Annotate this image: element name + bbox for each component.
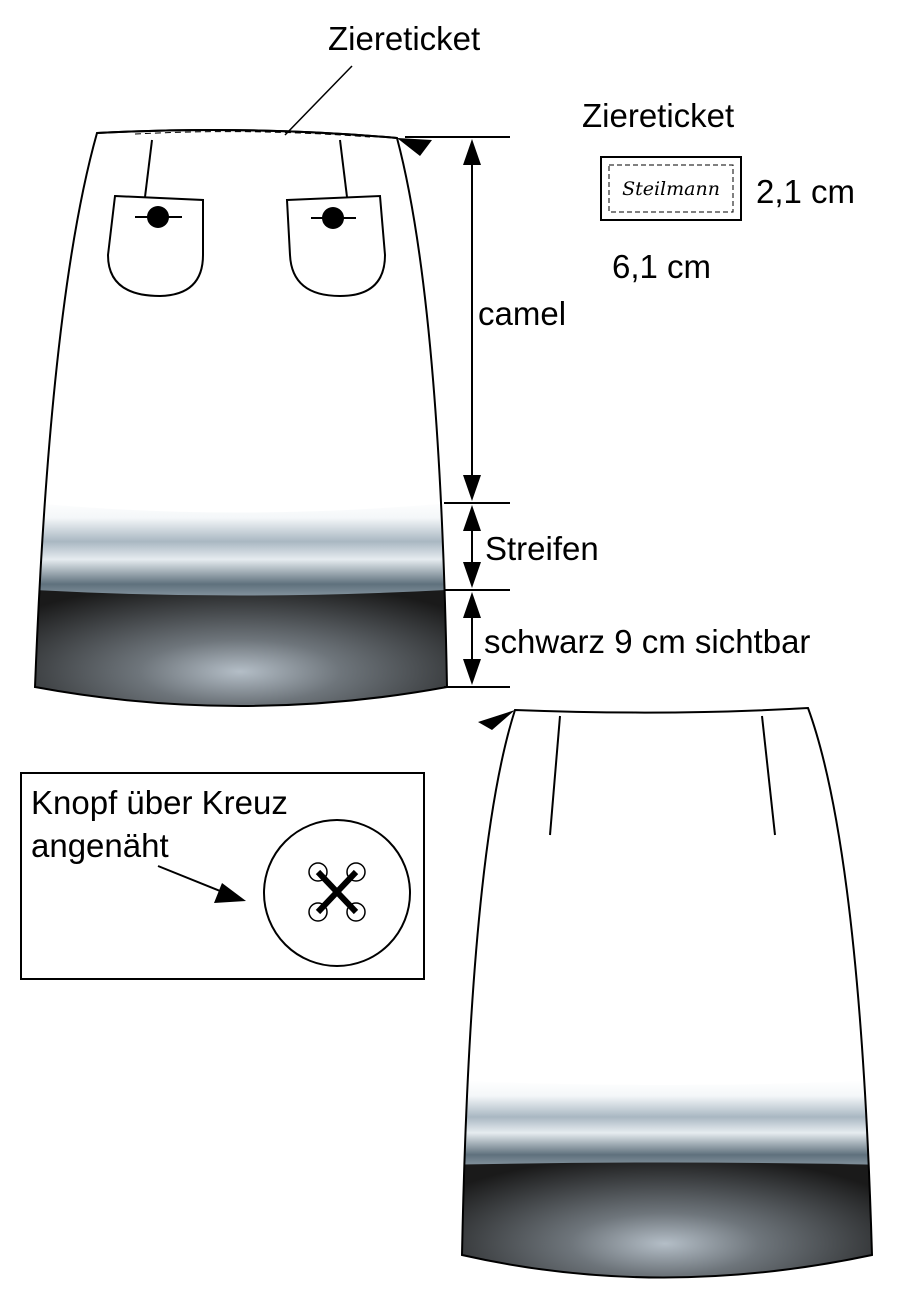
label-detail-outer xyxy=(600,156,742,221)
front-zip-tab xyxy=(397,138,432,156)
section-label-stripe: Streifen xyxy=(485,530,599,567)
front-waistband xyxy=(96,128,398,139)
dimension-arrow-black xyxy=(463,592,481,685)
section-label-black: schwarz 9 cm sichtbar xyxy=(484,623,810,660)
label-brand-text: Steilmann xyxy=(622,178,720,200)
label-width-text: 6,1 cm xyxy=(612,248,711,285)
back-dart-left xyxy=(549,715,561,836)
label-detail-title: Ziereticket xyxy=(582,97,734,134)
front-stripe-band xyxy=(35,500,447,599)
pocket-button-right xyxy=(311,207,356,229)
pocket-left xyxy=(106,194,204,298)
button-detail-line2: angenäht xyxy=(31,827,169,864)
dimension-lines xyxy=(405,136,510,688)
back-zip-tab xyxy=(478,710,515,730)
back-black-band xyxy=(462,1162,872,1278)
front-dart-right xyxy=(339,139,348,198)
ziereticket-callout-line xyxy=(284,65,353,136)
front-dart-left xyxy=(144,139,153,198)
back-dart-right xyxy=(761,715,776,836)
cross-stitched-button-icon xyxy=(263,819,411,967)
button-detail-line1: Knopf über Kreuz xyxy=(31,784,288,821)
back-skirt-outline xyxy=(460,706,874,1279)
button-detail-arrow xyxy=(157,865,246,903)
label-detail-stitch xyxy=(608,164,734,213)
pocket-button-left xyxy=(135,206,182,228)
pocket-right xyxy=(285,194,387,298)
front-black-band xyxy=(35,588,447,706)
front-waistband-stitch xyxy=(134,131,371,138)
section-label-camel: camel xyxy=(478,295,566,332)
back-stripe-band xyxy=(462,1080,872,1168)
dimension-arrow-stripe xyxy=(463,505,481,588)
label-height-text: 2,1 cm xyxy=(756,173,855,210)
front-skirt xyxy=(33,128,449,707)
back-skirt xyxy=(460,706,874,1279)
ziereticket-callout-label: Ziereticket xyxy=(328,20,480,57)
dimension-arrow-camel xyxy=(463,139,481,501)
